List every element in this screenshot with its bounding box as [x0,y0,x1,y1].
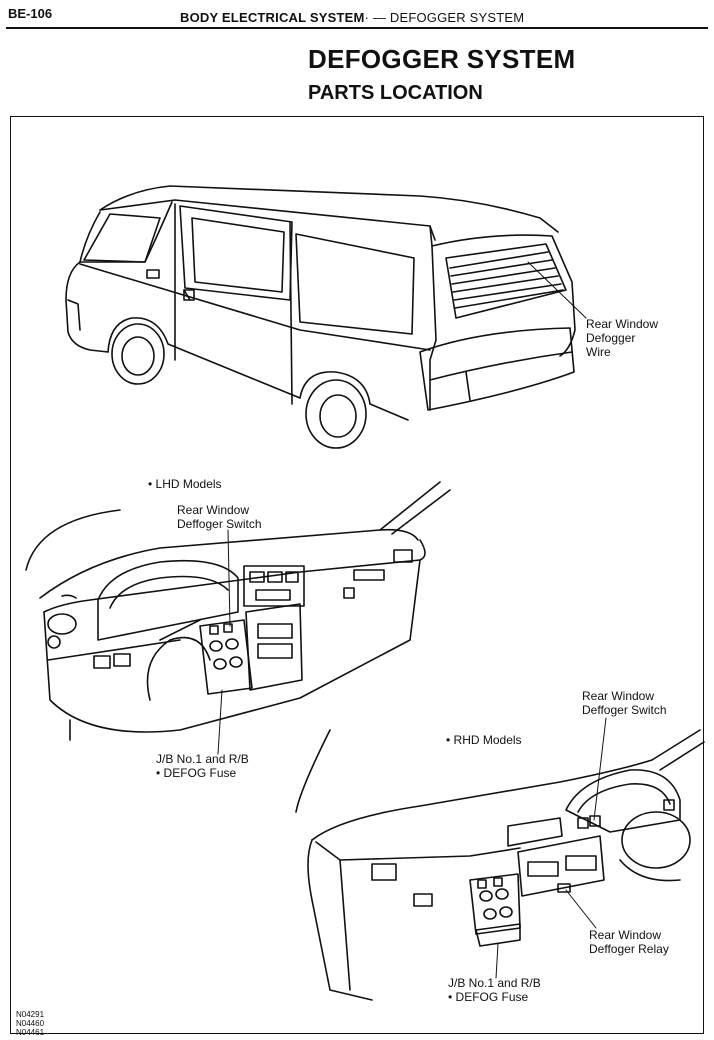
header-rule [6,27,708,29]
header-subsection: DEFOGGER SYSTEM [389,10,525,25]
label-lhd-models: • LHD Models [148,477,222,491]
label-rhd-defogger-relay: Rear Window Deffoger Relay [589,928,669,956]
header-separator: · — [364,10,390,25]
lhd-dashboard-illustration [25,481,451,755]
page-subtitle: PARTS LOCATION [308,82,483,104]
label-lhd-defog-fuse: J/B No.1 and R/B • DEFOG Fuse [156,752,249,780]
label-rear-window-defogger-wire: Rear Window Defogger Wire [586,317,659,359]
figure-frame [10,116,704,1034]
label-rhd-defogger-switch: Rear Window Deffoger Switch [582,689,667,717]
page-title: DEFOGGER SYSTEM [308,44,576,74]
van-illustration [65,185,587,449]
label-rhd-models: • RHD Models [446,733,522,747]
figure-codes: N04291 N04460 N04461 [16,1010,45,1037]
header-section: BODY ELECTRICAL SYSTEM [180,10,365,25]
label-rhd-defog-fuse: J/B No.1 and R/B • DEFOG Fuse [448,976,541,1004]
rhd-dashboard-illustration [295,717,705,1001]
page-number: BE-106 [8,6,53,21]
label-lhd-defogger-switch: Rear Window Deffoger Switch [177,503,262,531]
header-title: BODY ELECTRICAL SYSTEM· — DEFOGGER SYSTE… [180,10,524,25]
